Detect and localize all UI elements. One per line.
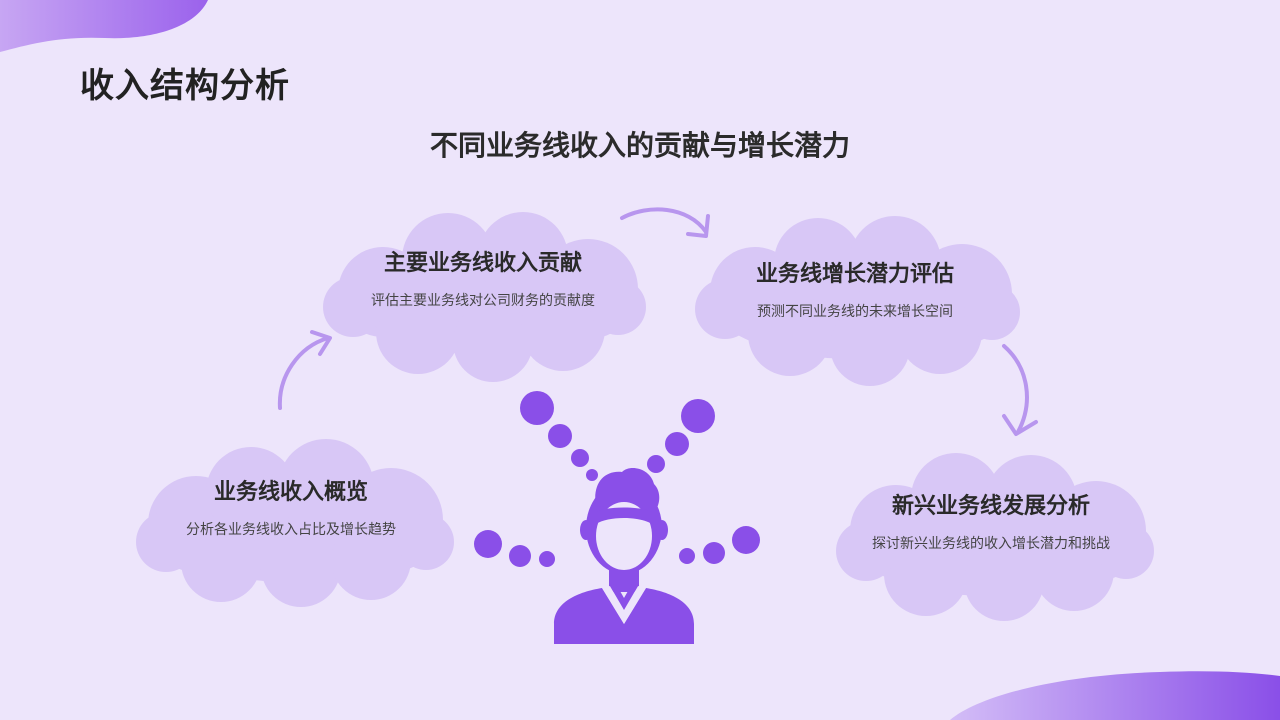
cloud-shape [136,439,454,607]
cloud-main-revenue-contribution: 主要业务线收入贡献 评估主要业务线对公司财务的贡献度 [318,207,648,385]
curved-arrow-icon [277,330,332,410]
person-thinking-icon [474,391,760,644]
cloud-growth-potential-assessment: 业务线增长潜力评估 预测不同业务线的未来增长空间 [690,214,1020,392]
cloud-title: 业务线增长潜力评估 [755,262,954,287]
top-left-wave-decoration [0,0,208,52]
cloud-shape [695,216,1020,386]
curved-arrow-icon [620,207,710,238]
cloud-description: 分析各业务线收入占比及增长趋势 [186,522,396,538]
cloud-description: 探讨新兴业务线的收入增长潜力和挑战 [872,536,1110,552]
cloud-title: 新兴业务线发展分析 [891,494,1090,519]
cloud-title: 主要业务线收入贡献 [383,251,582,276]
cloud-title: 业务线收入概览 [213,480,368,505]
cloud-description: 评估主要业务线对公司财务的贡献度 [371,293,595,309]
cloud-shape [836,453,1154,621]
page-subtitle: 不同业务线收入的贡献与增长潜力 [429,129,850,162]
cloud-shape [323,212,646,382]
page-title: 收入结构分析 [80,66,290,106]
cloud-revenue-overview: 业务线收入概览 分析各业务线收入占比及增长趋势 [126,432,456,607]
cloud-description: 预测不同业务线的未来增长空间 [757,304,953,320]
cloud-emerging-business-analysis: 新兴业务线发展分析 探讨新兴业务线的收入增长潜力和挑战 [826,446,1156,621]
curved-arrow-icon [1002,344,1038,436]
bottom-right-wave-decoration [950,671,1280,720]
